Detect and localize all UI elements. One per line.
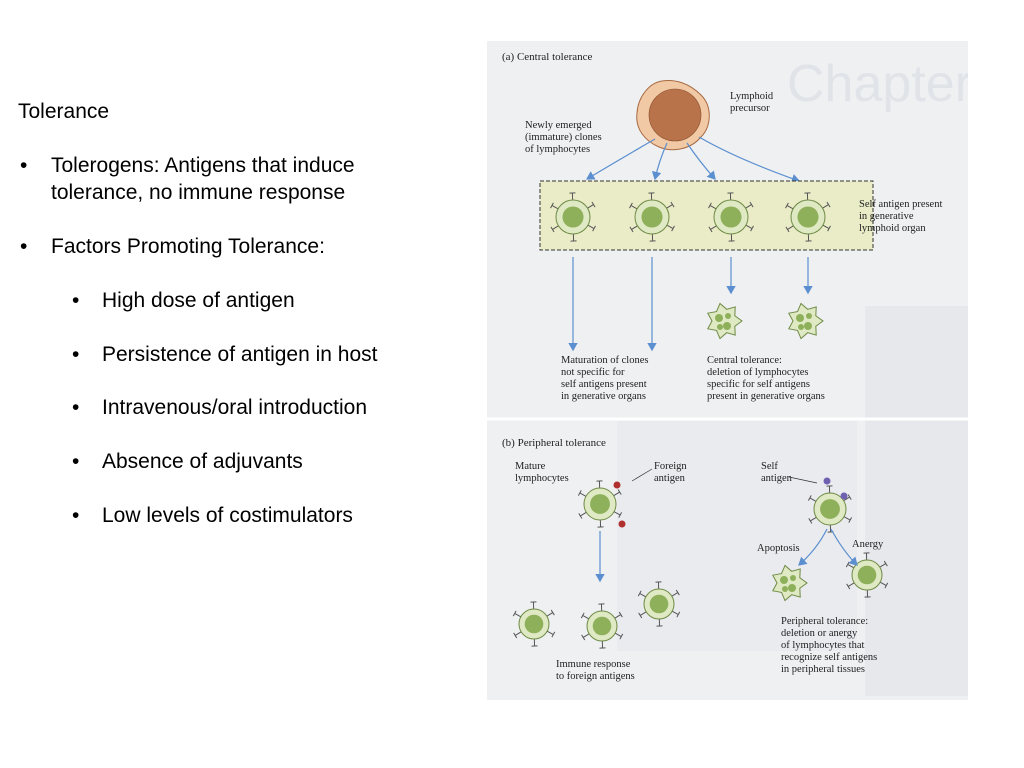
deleted-cell-2 — [788, 302, 824, 340]
panel-a-title: (a) Central tolerance — [502, 51, 593, 63]
svg-text:Self: Self — [761, 461, 778, 472]
label-leader-lines — [631, 468, 818, 484]
mature-lymphocyte-self — [807, 477, 853, 533]
maturation-arrows — [568, 257, 813, 352]
deleted-cells — [707, 302, 824, 340]
deleted-cell-1 — [707, 302, 743, 340]
maturation-label: Maturation of clones not specific for se… — [561, 355, 648, 402]
apoptotic-cell — [772, 564, 808, 602]
svg-text:lymphocytes: lymphocytes — [515, 473, 569, 484]
svg-text:not specific for: not specific for — [561, 367, 625, 378]
svg-text:of lymphocytes that: of lymphocytes that — [781, 640, 864, 651]
immature-clone-cell-4 — [785, 192, 831, 242]
precursor-label: Lymphoid precursor — [730, 91, 774, 114]
slide-text: Tolerance Tolerogens: Antigens that indu… — [18, 98, 468, 529]
self-antigen-dot — [840, 492, 848, 500]
svg-text:present in generative organs: present in generative organs — [707, 391, 825, 402]
svg-text:self antigens present: self antigens present — [561, 379, 647, 390]
responding-cell-3 — [637, 581, 681, 627]
peripheral-tolerance-label: Peripheral tolerance: deletion or anergy… — [781, 616, 877, 675]
sub-bullet-persistence: Persistence of antigen in host — [18, 341, 468, 369]
background-chapter-word: Chapter 16 — [787, 55, 968, 113]
svg-text:precursor: precursor — [730, 103, 770, 114]
self-antigen-b-label: Self antigen — [761, 461, 793, 484]
tolerance-figure: Chapter 16 (a) Central tolerance Lymphoi… — [487, 41, 968, 700]
svg-text:to foreign antigens: to foreign antigens — [556, 671, 635, 682]
svg-text:Mature: Mature — [515, 461, 546, 472]
svg-text:Newly emerged: Newly emerged — [525, 120, 592, 131]
slide-heading: Tolerance — [18, 100, 110, 123]
panel-b-title: (b) Peripheral tolerance — [502, 437, 606, 449]
immature-clone-cell-1 — [550, 192, 596, 242]
anergy-label: Anergy — [852, 539, 884, 550]
svg-text:in generative organs: in generative organs — [561, 391, 646, 402]
foreign-antigen-dot — [618, 520, 626, 528]
responding-cell-1 — [512, 601, 556, 647]
svg-text:antigen: antigen — [654, 473, 686, 484]
svg-text:Peripheral tolerance:: Peripheral tolerance: — [781, 616, 868, 627]
sub-bullet-route: Intravenous/oral introduction — [18, 394, 468, 422]
sub-bullet-high-dose: High dose of antigen — [18, 287, 468, 315]
immune-response-label: Immune response to foreign antigens — [556, 659, 635, 682]
svg-text:Central tolerance:: Central tolerance: — [707, 355, 782, 366]
bullet-factors: Factors Promoting Tolerance: — [18, 233, 431, 261]
bullet-tolerogens: Tolerogens: Antigens that induce toleran… — [18, 152, 431, 207]
precursor-to-clone-arrows — [585, 136, 801, 184]
svg-text:(immature) clones: (immature) clones — [525, 132, 602, 143]
foreign-antigen-label: Foreign antigen — [654, 461, 687, 484]
svg-text:in peripheral tissues: in peripheral tissues — [781, 664, 865, 675]
peripheral-cells — [512, 477, 889, 649]
central-tolerance-label: Central tolerance: deletion of lymphocyt… — [707, 355, 825, 402]
svg-text:antigen: antigen — [761, 473, 793, 484]
svg-text:lymphoid organ: lymphoid organ — [859, 223, 926, 234]
clones-label: Newly emerged (immature) clones of lymph… — [525, 120, 602, 155]
svg-text:Lymphoid: Lymphoid — [730, 91, 774, 102]
svg-text:deletion of lymphocytes: deletion of lymphocytes — [707, 367, 808, 378]
immature-clone-cell-2 — [629, 192, 675, 242]
mature-lymphocytes-label: Mature lymphocytes — [515, 461, 569, 484]
tolerance-diagram: Chapter 16 (a) Central tolerance Lymphoi… — [487, 51, 968, 696]
self-antigen-label: Self antigen present in generative lymph… — [859, 199, 942, 234]
svg-text:deletion or anergy: deletion or anergy — [781, 628, 858, 639]
svg-text:in generative: in generative — [859, 211, 914, 222]
immature-clone-cell-3 — [708, 192, 754, 242]
apoptosis-label: Apoptosis — [757, 543, 800, 554]
svg-text:Maturation of clones: Maturation of clones — [561, 355, 648, 366]
peripheral-arrows — [595, 528, 858, 583]
svg-text:Immune response: Immune response — [556, 659, 631, 670]
responding-cell-2 — [580, 603, 624, 649]
svg-text:specific for self antigens: specific for self antigens — [707, 379, 810, 390]
svg-text:Foreign: Foreign — [654, 461, 687, 472]
immature-clone-cells — [550, 192, 831, 242]
lymphoid-precursor-cell — [636, 80, 710, 151]
sub-bullet-adjuvants: Absence of adjuvants — [18, 448, 468, 476]
svg-text:of lymphocytes: of lymphocytes — [525, 144, 590, 155]
mature-lymphocyte-foreign — [577, 480, 623, 528]
sub-bullet-costimulators: Low levels of costimulators — [18, 502, 468, 530]
svg-text:recognize self antigens: recognize self antigens — [781, 652, 877, 663]
svg-text:Self antigen present: Self antigen present — [859, 199, 942, 210]
